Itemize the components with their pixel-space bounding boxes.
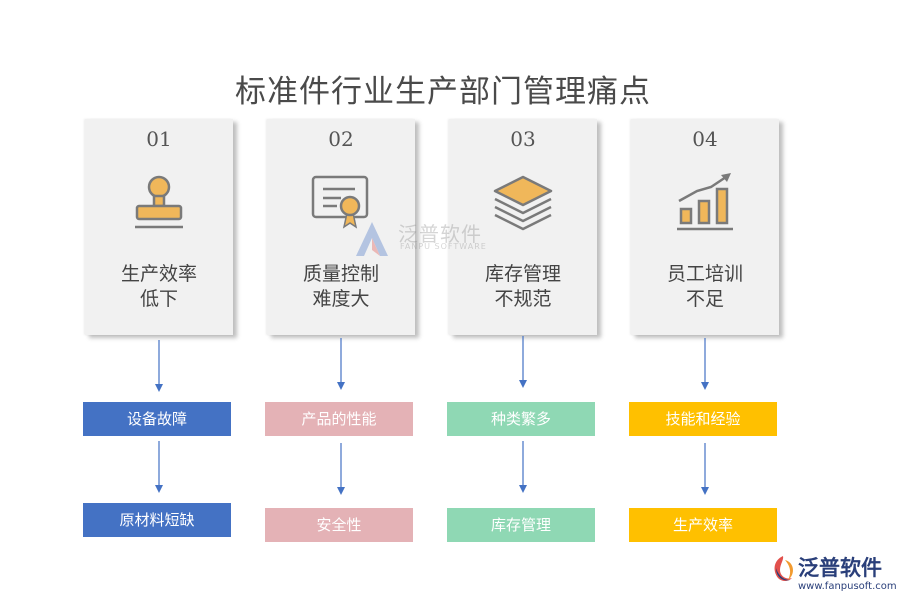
page-title: 标准件行业生产部门管理痛点 [235,74,651,110]
cause-box-1: 产品的性能 [265,402,413,436]
bar-chart-growth-icon [677,173,733,231]
card-caption: 员工培训 不足 [631,262,779,312]
cause-box-1: 种类繁多 [447,402,595,436]
card-caption: 质量控制 难度大 [267,262,415,312]
caption-line-1: 库存管理 [484,263,561,285]
cause-box-2: 安全性 [265,508,413,542]
down-arrow [701,443,709,495]
layers-icon [493,175,553,231]
down-arrow [155,340,163,392]
card-number: 03 [510,127,536,151]
down-arrow [701,338,709,390]
watermark-sub: FANPU SOFTWARE [400,242,487,251]
caption-line-2: 不足 [685,288,724,310]
caption-line-1: 质量控制 [302,263,379,285]
watermark: 泛普软件 FANPU SOFTWARE [352,218,522,262]
pain-point-card: 04 员工培训 不足 [631,119,779,335]
down-arrow [519,441,527,493]
card-caption: 库存管理 不规范 [449,262,597,312]
brand-name: 泛普软件 [798,556,882,580]
caption-line-1: 生产效率 [120,263,197,285]
card-number: 01 [146,127,172,151]
card-number: 02 [328,127,354,151]
card-number: 04 [692,127,718,151]
cause-box-2: 生产效率 [629,508,777,542]
caption-line-2: 不规范 [494,288,552,310]
caption-line-1: 员工培训 [666,263,743,285]
pain-point-card: 02 质量控制 难度大 [267,119,415,335]
pain-point-column-1: 01 生产效率 低下 设备故障 原材料短缺 [83,0,245,600]
down-arrow [337,338,345,390]
brand-logo: 泛普软件 www.fanpusoft.com [770,552,897,596]
card-caption: 生产效率 低下 [85,262,233,312]
fanpu-logo-icon [356,222,388,256]
down-arrow [155,441,163,493]
down-arrow [519,336,527,388]
caption-line-2: 难度大 [312,288,370,310]
pain-point-column-2: 02 质量控制 难度大 产品的性能 安全性 [265,0,427,600]
cause-box-2: 原材料短缺 [83,503,231,537]
watermark-name: 泛普软件 [398,222,482,246]
pain-point-column-4: 04 员工培训 不足 技能和经验 生产效率 [629,0,791,600]
down-arrow [337,443,345,495]
certificate-icon [311,175,369,229]
cause-box-1: 技能和经验 [629,402,777,436]
pain-point-column-3: 03 库存管理 不规范 种类繁多 库存管理 [447,0,609,600]
pain-point-card: 01 生产效率 低下 [85,119,233,335]
pain-point-card: 03 库存管理 不规范 [449,119,597,335]
fanpu-logo-icon [774,556,794,581]
stamp-icon [135,175,183,229]
cause-box-1: 设备故障 [83,402,231,436]
caption-line-2: 低下 [139,288,178,310]
cause-box-2: 库存管理 [447,508,595,542]
brand-url: www.fanpusoft.com [798,581,897,592]
